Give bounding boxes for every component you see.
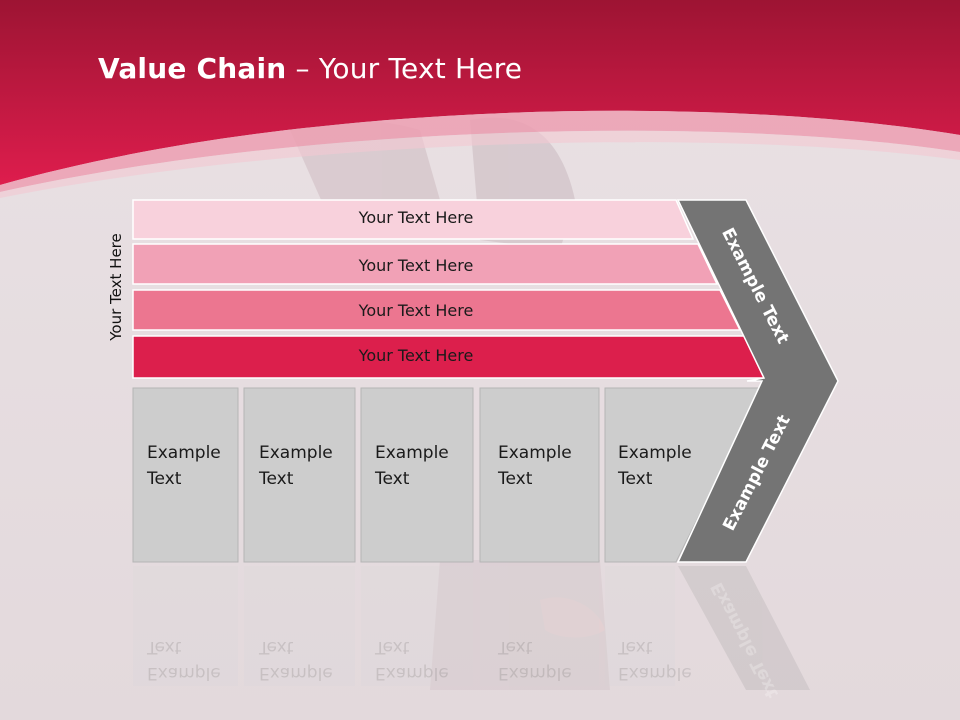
box-4 [479,387,600,563]
band-2 [132,243,719,285]
box-4-line1: Example [498,443,572,463]
box-1 [132,387,239,563]
box-1-reflection: Example Text [147,634,221,686]
box-4-line2: Text [498,469,533,489]
chevron-arrow [676,199,839,563]
box-3-reflection: Example Text [375,634,449,686]
page-title: Value Chain – Your Text Here [98,52,522,85]
band-3-label: Your Text Here [358,301,474,320]
side-label: Your Text Here [107,233,125,341]
box-5 [604,387,763,563]
box-5-reflection-line1: Example [618,663,692,683]
box-1-reflection-line1: Example [147,663,221,683]
reflection [133,566,810,690]
band-1-label: Your Text Here [358,208,474,227]
box-2 [243,387,356,563]
box-5-reflection: Example Text [618,634,692,686]
box-4-reflection: Example Text [498,634,572,686]
box-1-reflection-line2: Text [147,637,182,657]
band-4-label: Your Text Here [358,346,474,365]
box-5-reflection-line2: Text [618,637,653,657]
box-3-line1: Example [375,443,449,463]
box-1-line1: Example [147,443,221,463]
support-boxes [132,387,763,563]
box-2-line2: Text [259,469,294,489]
header-band [0,0,960,185]
box-4-reflection-line2: Text [498,637,533,657]
title-bold: Value Chain [98,52,287,85]
box-3 [360,387,474,563]
box-2-line1: Example [259,443,333,463]
band-1 [132,199,695,240]
box-2-reflection-line1: Example [259,663,333,683]
title-rest: – Your Text Here [286,52,523,85]
box-3-reflection-line2: Text [375,637,410,657]
box-5-line2: Text [618,469,653,489]
header-swoosh [0,110,960,192]
box-4-reflection-line1: Example [498,663,572,683]
box-2-reflection-line2: Text [259,637,294,657]
box-3-line2: Text [375,469,410,489]
box-3-reflection-line1: Example [375,663,449,683]
box-5-line1: Example [618,443,692,463]
box-1-line2: Text [147,469,182,489]
box-2-reflection: Example Text [259,634,333,686]
band-2-label: Your Text Here [358,256,474,275]
